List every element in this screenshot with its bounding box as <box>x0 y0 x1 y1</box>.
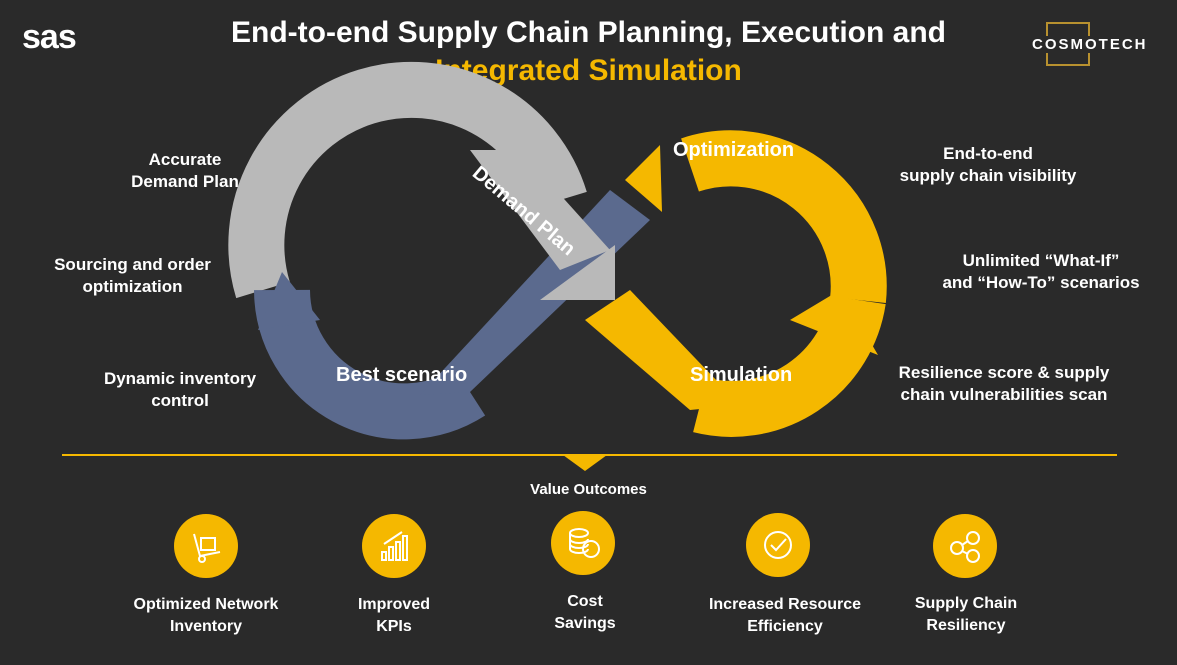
outcome-label-inventory: Optimized Network Inventory <box>133 596 279 635</box>
value-outcomes-title: Value Outcomes <box>530 481 647 498</box>
best-scenario-loop-arc <box>254 289 486 440</box>
outcome-label-cost: Cost Savings <box>554 593 616 632</box>
demand-plan-diagonal <box>470 150 610 270</box>
optimization-label: Optimization <box>673 139 795 161</box>
outcome-label-resiliency: Supply Chain Resiliency <box>914 595 1018 634</box>
optimization-loop-arc <box>681 130 887 303</box>
left-label-inventory: Dynamic inventory control <box>103 369 257 410</box>
page-title: End-to-end Supply Chain Planning, Execut… <box>230 16 946 49</box>
optimization-arrowhead <box>625 145 662 212</box>
divider-pointer <box>563 455 607 471</box>
demand-plan-loop-arc <box>228 61 587 299</box>
right-label-scenarios: Unlimited “What-If” and “How-To” scenari… <box>942 251 1140 292</box>
best-scenario-arrowhead <box>258 272 320 330</box>
outcome-label-kpis: Improved KPIs <box>357 596 430 635</box>
left-label-demand-plan: Accurate Demand Plan <box>131 150 239 191</box>
bar-chart-icon <box>362 514 426 578</box>
right-label-resilience: Resilience score & supply chain vulnerab… <box>898 363 1110 404</box>
simulation-diagonal <box>585 290 740 410</box>
coins-icon <box>551 511 615 575</box>
right-label-visibility: End-to-end supply chain visibility <box>899 144 1077 185</box>
sas-logo: sas <box>22 18 77 56</box>
hand-truck-icon <box>174 514 238 578</box>
cosmotech-logo: COSMOTECH <box>1030 36 1150 53</box>
left-label-sourcing: Sourcing and order optimization <box>54 255 211 296</box>
demand-plan-arrowhead <box>540 245 615 300</box>
best-scenario-label: Best scenario <box>336 364 468 386</box>
outcome-label-efficiency: Increased Resource Efficiency <box>708 596 862 635</box>
network-icon <box>933 514 997 578</box>
simulation-label: Simulation <box>690 364 793 386</box>
check-circle-icon <box>746 513 810 577</box>
simulation-arrowhead <box>790 290 878 355</box>
